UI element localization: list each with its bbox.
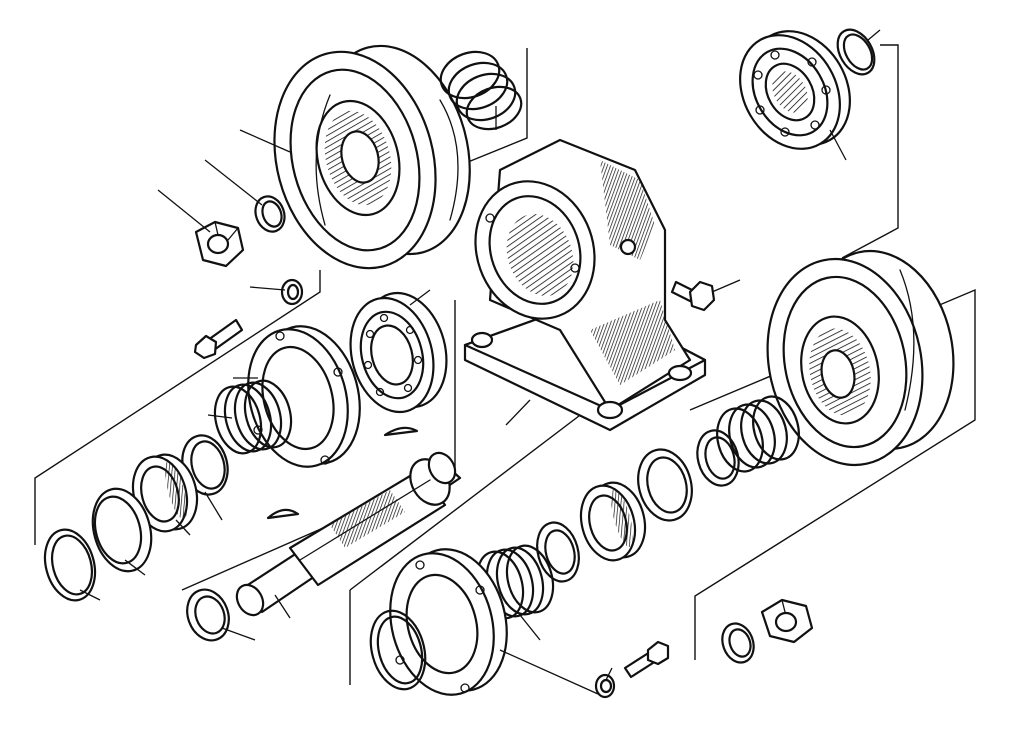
hex-nut-right	[760, 598, 814, 644]
spring-upper	[439, 50, 523, 131]
spacer-ring-right	[637, 448, 693, 522]
pulley-right	[766, 249, 955, 467]
washer-small-left	[280, 278, 304, 306]
ball-bearing-upper-right	[739, 30, 851, 150]
spring-left	[213, 379, 293, 455]
bearing-housing	[463, 138, 707, 432]
bolt-bottom	[623, 640, 670, 679]
snap-ring-left	[43, 487, 153, 602]
bolt-left	[193, 318, 244, 360]
pulley-upper-left	[273, 44, 471, 270]
snap-ring-bottom	[369, 609, 427, 691]
shaft	[235, 451, 462, 617]
woodruff-key-upper	[383, 426, 419, 437]
seal-right	[579, 481, 647, 562]
hex-nut-left	[194, 220, 245, 268]
washer-shaft	[186, 588, 230, 642]
circlip-upper-right	[836, 28, 876, 76]
flange-cover-bottom	[389, 548, 508, 696]
washer-bottom	[594, 673, 616, 699]
spring-right	[716, 395, 800, 473]
ring-right	[696, 429, 740, 487]
flange-cover-left	[247, 325, 361, 468]
spring-washer-right	[721, 622, 755, 664]
spacer-ring-bottom	[536, 521, 580, 583]
leader-lines	[79, 29, 881, 695]
hex-bolt-right	[670, 280, 716, 312]
spring-washer-left	[254, 195, 286, 233]
woodruff-key-lower	[266, 508, 300, 520]
ball-bearing-center-left	[349, 291, 448, 414]
